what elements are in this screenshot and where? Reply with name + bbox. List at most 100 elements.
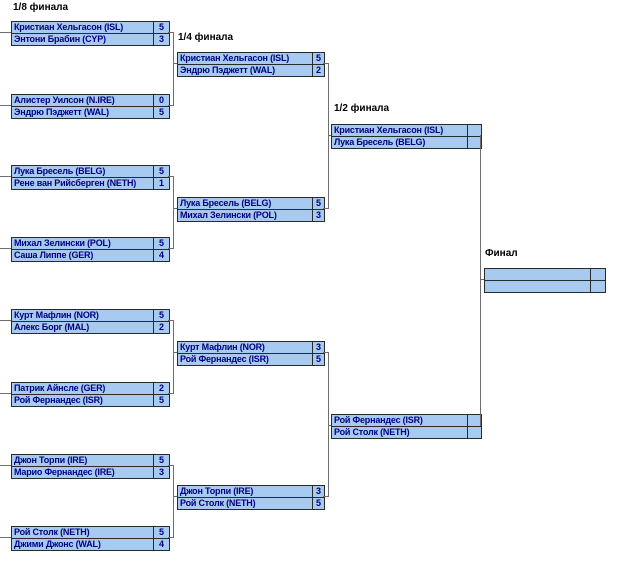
match-row: Джон Торпи (IRE) 5 bbox=[12, 455, 169, 467]
player-name: Лука Бресель (BELG) bbox=[334, 137, 426, 147]
match-row: Рой Столк (NETH) bbox=[332, 427, 481, 438]
player-score: 1 bbox=[153, 178, 169, 189]
round-label-1-2: 1/2 финала bbox=[334, 103, 390, 114]
connector-line bbox=[168, 320, 174, 321]
player-score: 2 bbox=[153, 322, 169, 333]
player-score: 0 bbox=[153, 95, 169, 106]
connector-line bbox=[480, 135, 481, 426]
player-score bbox=[467, 427, 481, 438]
match-r16-8: Рой Столк (NETH) 5 Джими Джонс (WAL) 4 bbox=[11, 526, 170, 551]
connector-line bbox=[323, 496, 329, 497]
match-row: Рой Фернандес (ISR) bbox=[332, 415, 481, 427]
connector-line bbox=[0, 320, 11, 321]
match-final bbox=[484, 268, 606, 293]
match-row: Алистер Уилсон (N.IRE) 0 bbox=[12, 95, 169, 107]
match-sf-1: Кристиан Хельгасон (ISL) Лука Бресель (B… bbox=[331, 124, 482, 149]
player-score: 5 bbox=[312, 498, 324, 509]
player-score: 5 bbox=[153, 22, 169, 33]
connector-line bbox=[173, 176, 174, 249]
match-row: Лука Бресель (BELG) bbox=[332, 137, 481, 148]
connector-line bbox=[173, 32, 174, 106]
match-row: Эндрю Пэджетт (WAL) 5 bbox=[12, 107, 169, 118]
player-name: Алистер Уилсон (N.IRE) bbox=[14, 95, 115, 105]
match-r16-7: Джон Торпи (IRE) 5 Марио Фернандес (IRE)… bbox=[11, 454, 170, 479]
match-row: Рой Фернандес (ISR) 5 bbox=[178, 354, 324, 365]
player-score: 5 bbox=[153, 310, 169, 321]
match-row: Алекс Борг (MAL) 2 bbox=[12, 322, 169, 333]
connector-line bbox=[168, 176, 174, 177]
match-row: Саша Липпе (GER) 4 bbox=[12, 250, 169, 261]
player-score: 4 bbox=[153, 539, 169, 550]
player-name: Патрик Айнсле (GER) bbox=[14, 383, 106, 393]
player-name: Рене ван Рийсберген (NETH) bbox=[14, 178, 137, 188]
player-score: 3 bbox=[312, 486, 324, 497]
player-score bbox=[590, 269, 605, 280]
connector-line bbox=[173, 208, 177, 209]
player-score bbox=[467, 415, 481, 426]
connector-line bbox=[328, 63, 329, 209]
connector-line bbox=[0, 465, 11, 466]
match-row: Марио Фернандес (IRE) 3 bbox=[12, 467, 169, 478]
player-score: 5 bbox=[153, 238, 169, 249]
connector-line bbox=[0, 537, 11, 538]
match-r16-4: Михал Зелински (POL) 5 Саша Липпе (GER) … bbox=[11, 237, 170, 262]
connector-line bbox=[173, 465, 174, 538]
round-label-final: Финал bbox=[485, 248, 518, 259]
player-name: Кристиан Хельгасон (ISL) bbox=[334, 125, 444, 135]
player-score: 3 bbox=[312, 210, 324, 221]
player-score: 3 bbox=[312, 342, 324, 353]
match-row: Лука Бресель (BELG) 5 bbox=[178, 198, 324, 210]
player-score: 5 bbox=[153, 166, 169, 177]
player-score: 5 bbox=[153, 455, 169, 466]
player-name: Джон Торпи (IRE) bbox=[14, 455, 88, 465]
player-score: 2 bbox=[312, 65, 324, 76]
match-row: Рой Столк (NETH) 5 bbox=[178, 498, 324, 509]
connector-line bbox=[0, 393, 11, 394]
connector-line bbox=[0, 176, 11, 177]
match-row: Лука Бресель (BELG) 5 bbox=[12, 166, 169, 178]
connector-line bbox=[173, 63, 177, 64]
match-qf-2: Лука Бресель (BELG) 5 Михал Зелински (PO… bbox=[177, 197, 325, 222]
player-score: 5 bbox=[312, 198, 324, 209]
connector-line bbox=[168, 537, 174, 538]
connector-line bbox=[328, 352, 329, 497]
match-r16-2: Алистер Уилсон (N.IRE) 0 Эндрю Пэджетт (… bbox=[11, 94, 170, 119]
player-name: Лука Бресель (BELG) bbox=[180, 198, 272, 208]
match-row: Рой Фернандес (ISR) 5 bbox=[12, 395, 169, 406]
match-row: Михал Зелински (POL) 3 bbox=[178, 210, 324, 221]
connector-line bbox=[0, 32, 11, 33]
match-qf-4: Джон Торпи (IRE) 3 Рой Столк (NETH) 5 bbox=[177, 485, 325, 510]
connector-line bbox=[323, 63, 329, 64]
match-row: Эндрю Пэджетт (WAL) 2 bbox=[178, 65, 324, 76]
player-score bbox=[590, 281, 605, 292]
match-row: Патрик Айнсле (GER) 2 bbox=[12, 383, 169, 395]
player-name bbox=[485, 281, 590, 292]
player-score bbox=[467, 137, 481, 148]
connector-line bbox=[173, 496, 177, 497]
connector-line bbox=[173, 320, 174, 394]
round-label-1-8: 1/8 финала bbox=[13, 2, 69, 13]
match-row: Рой Столк (NETH) 5 bbox=[12, 527, 169, 539]
match-r16-5: Курт Мафлин (NOR) 5 Алекс Борг (MAL) 2 bbox=[11, 309, 170, 334]
player-score: 3 bbox=[153, 467, 169, 478]
connector-line bbox=[0, 105, 11, 106]
player-name: Алекс Борг (MAL) bbox=[14, 322, 89, 332]
player-name: Кристиан Хельгасон (ISL) bbox=[180, 53, 290, 63]
player-score: 5 bbox=[312, 53, 324, 64]
connector-line bbox=[173, 352, 177, 353]
player-score: 5 bbox=[153, 107, 169, 118]
player-name bbox=[485, 269, 590, 280]
player-name: Эндрю Пэджетт (WAL) bbox=[14, 107, 109, 117]
match-row: Энтони Брабин (CYP) 3 bbox=[12, 34, 169, 45]
player-name: Курт Мафлин (NOR) bbox=[180, 342, 265, 352]
match-row: Кристиан Хельгасон (ISL) 5 bbox=[12, 22, 169, 34]
player-name: Марио Фернандес (IRE) bbox=[14, 467, 115, 477]
match-row: Михал Зелински (POL) 5 bbox=[12, 238, 169, 250]
player-score: 2 bbox=[153, 383, 169, 394]
match-row bbox=[485, 269, 605, 281]
player-name: Кристиан Хельгасон (ISL) bbox=[14, 22, 124, 32]
match-r16-6: Патрик Айнсле (GER) 2 Рой Фернандес (ISR… bbox=[11, 382, 170, 407]
match-row: Курт Мафлин (NOR) 3 bbox=[178, 342, 324, 354]
player-name: Рой Фернандес (ISR) bbox=[334, 415, 423, 425]
